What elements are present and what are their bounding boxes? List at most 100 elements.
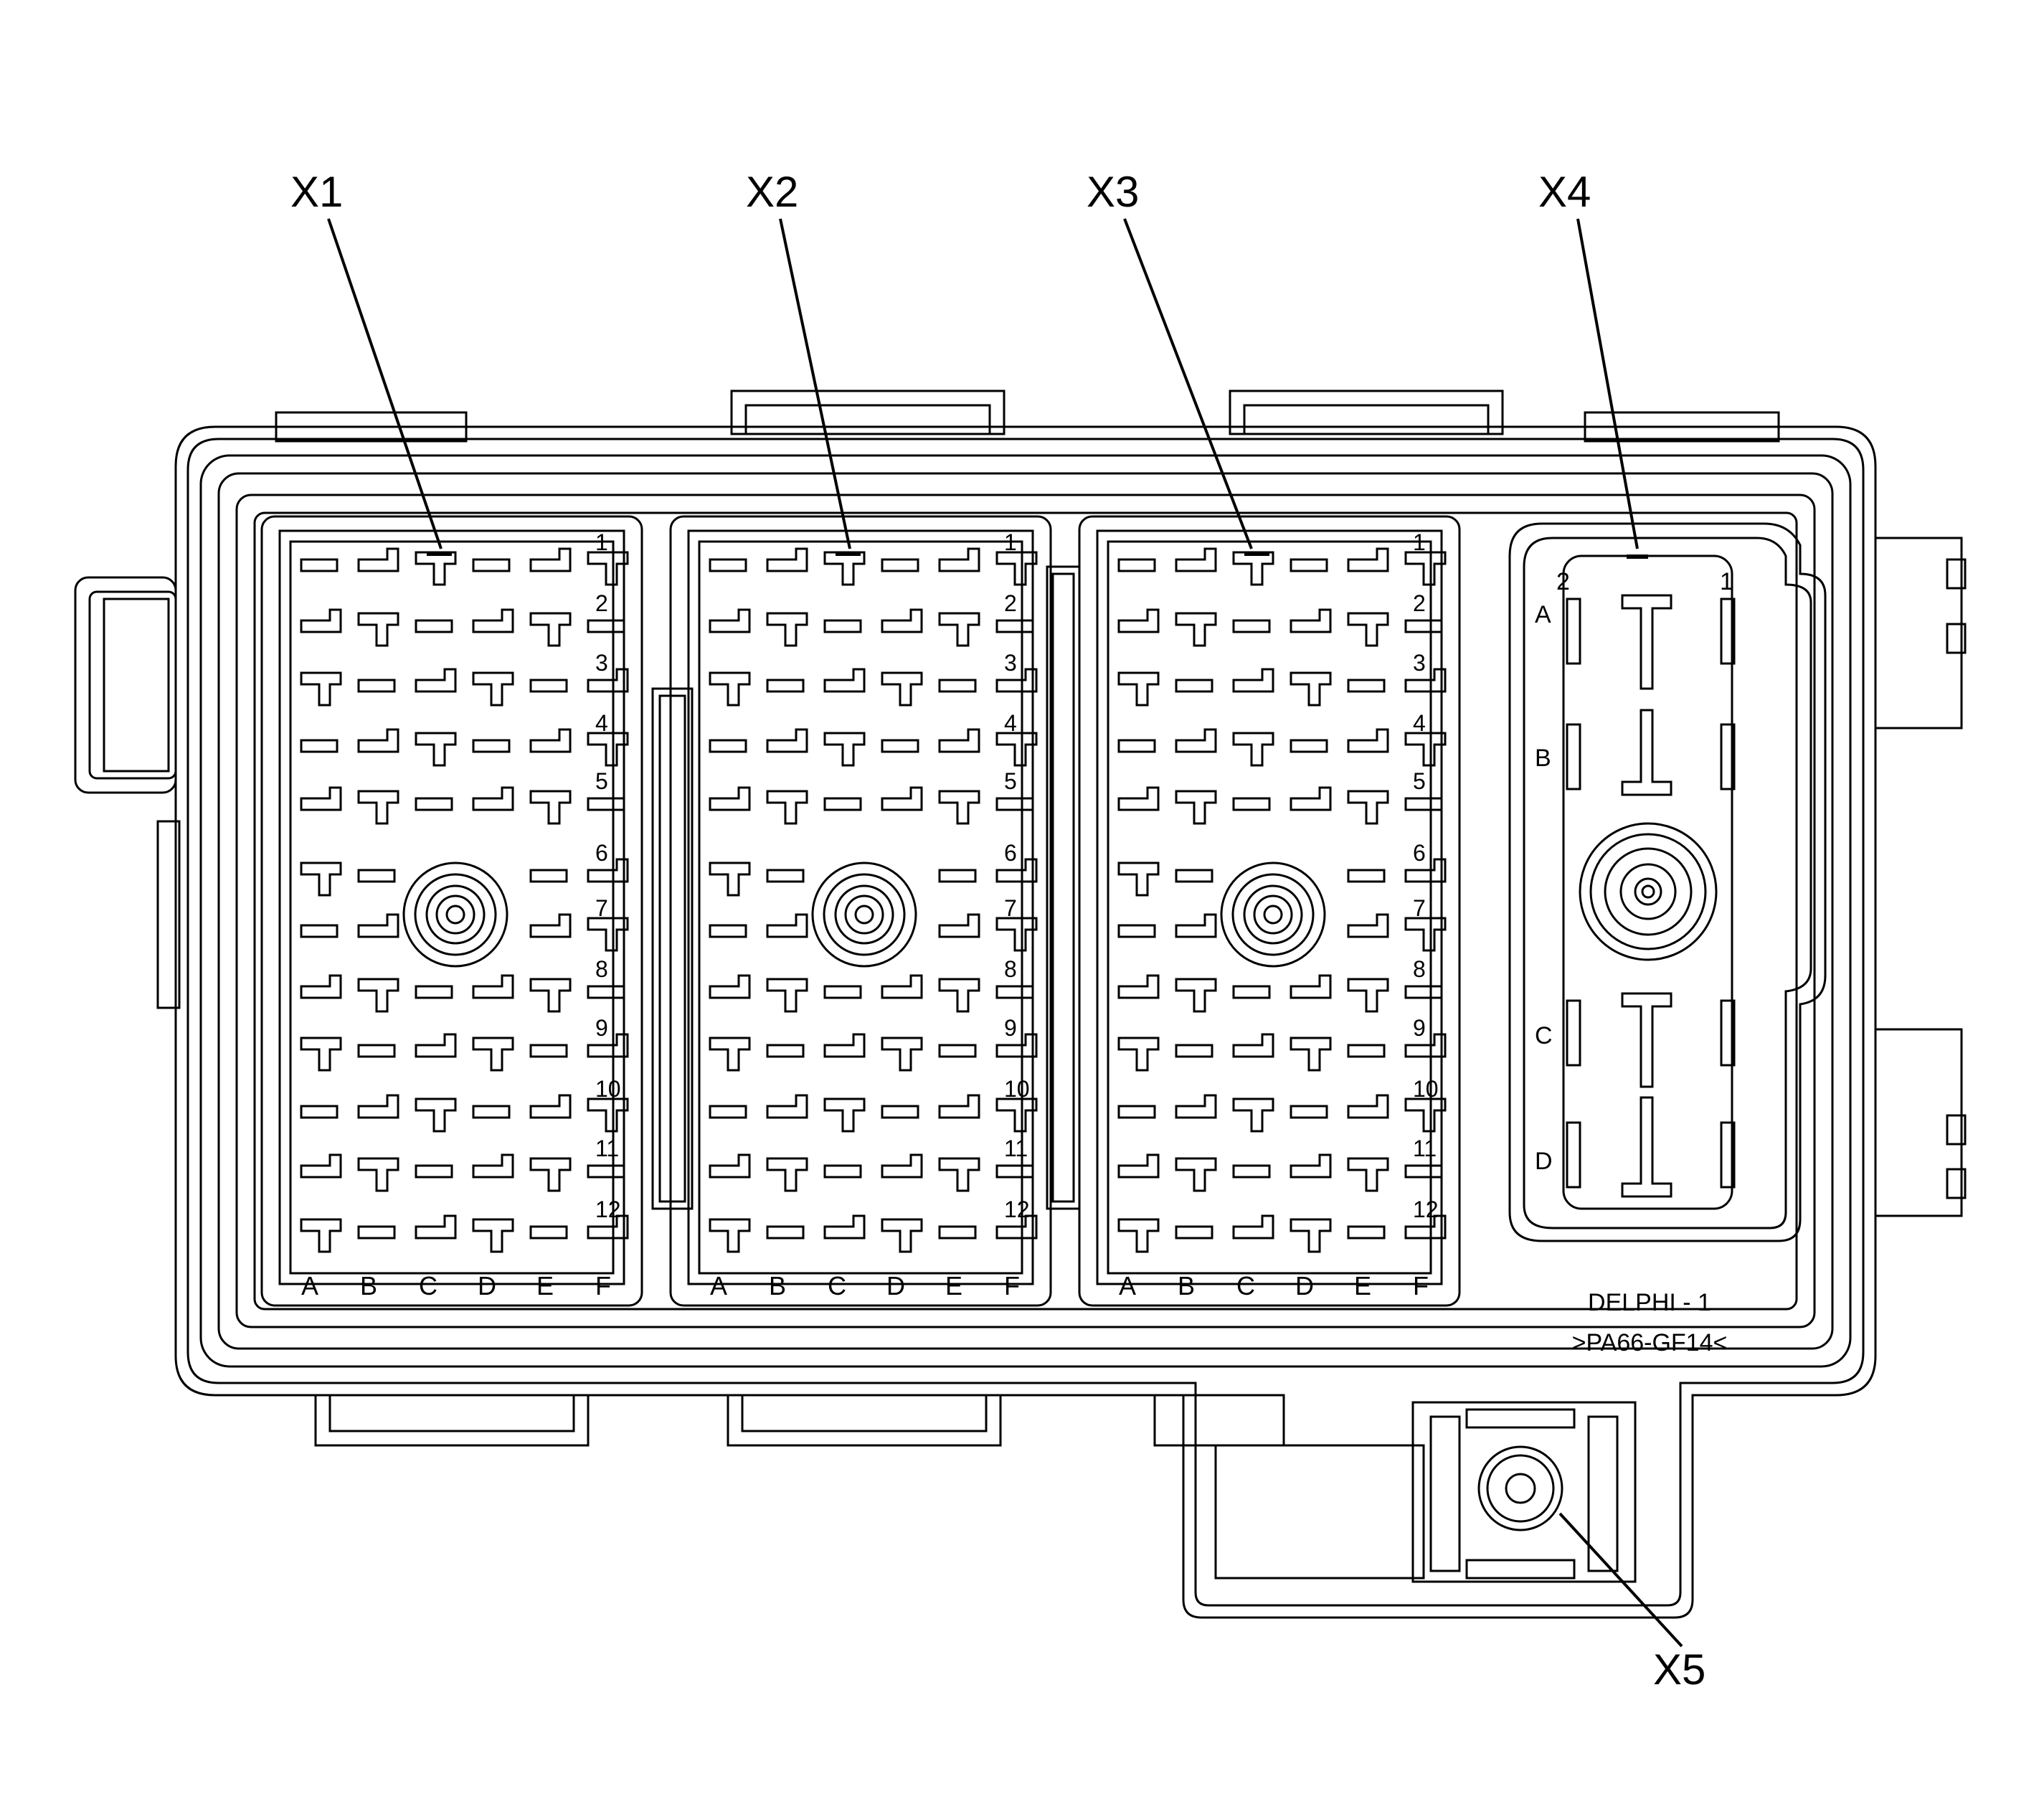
x1-body-outline [278,529,625,1285]
x3-terminal [1232,797,1271,811]
x2-center-screw [844,894,884,935]
x2-center-screw [811,861,917,968]
x2-terminal [823,732,866,767]
x2-terminal [938,728,980,753]
x2-terminal [995,985,1034,999]
x1-terminal [587,619,625,633]
x1-terminal [415,1033,457,1058]
x1-row-label: 5 [595,768,608,794]
x3-terminal [1117,861,1160,897]
x3-terminal [1347,1094,1389,1119]
x1-terminal [472,608,514,633]
x3-terminal [1290,739,1328,753]
x2-terminal [709,1218,751,1253]
left-latches [74,576,181,1009]
x3-terminal [1232,1214,1274,1240]
x3-col-label: D [1295,1271,1314,1300]
x2-body-outline [687,529,1034,1285]
x1-terminal [529,612,572,647]
x1-terminal [529,1094,572,1119]
housing-outer-outline [174,425,1877,1619]
x1-row-label: 3 [595,650,608,676]
x3-terminal [1290,1037,1332,1072]
x1-terminal [357,1044,396,1058]
x3-terminal [1347,913,1389,938]
x1-terminal [415,797,453,811]
x1-row-label: 9 [595,1015,608,1041]
housing-inner-wall-3 [235,494,1816,1328]
x1-terminal [472,739,511,753]
x3-terminal [1404,1097,1447,1133]
x1-col-label: E [536,1271,554,1300]
x1-terminal [587,797,625,811]
x2-terminal [709,739,747,753]
x2-terminal [881,608,923,633]
x3-center-screw [1243,884,1303,945]
x4-col-label-2: 2 [1556,568,1570,595]
x3-center-screw [1231,873,1315,956]
x3-terminal [1290,974,1332,999]
x1-terminal [529,869,568,883]
x2-terminal [766,913,808,938]
x1-row-label: 6 [595,840,608,866]
x2-terminal [709,1153,751,1179]
x1-terminal [357,728,399,753]
callout-x1: X1 [290,168,343,216]
x3-terminal [1232,1164,1271,1179]
x3-terminal [1117,924,1156,938]
x2-terminal [938,978,980,1013]
x4-row-label-b: B [1535,745,1551,772]
x2-row-label: 1 [1004,529,1017,555]
x3-row-label: 12 [1413,1196,1439,1222]
x1-terminal [300,1218,342,1253]
x3-shroud [1078,515,1461,1307]
x3-center-screw [1263,905,1283,925]
x1-terminal [587,858,629,883]
housing-floor-edge [253,511,1798,1311]
x1-terminal [300,861,342,897]
x3-row-label: 4 [1413,710,1426,736]
x1-terminal [357,612,399,647]
x2-row-label: 5 [1004,768,1017,794]
x2-terminal [995,1164,1034,1179]
x3-row-label: 2 [1413,590,1426,616]
x3-terminal [1347,547,1389,572]
callout-x3: X3 [1087,168,1139,216]
manufacturer-marking: DELPHI - 1 [1588,1289,1711,1316]
x3-terminal [1404,917,1447,952]
x3-terminal [1117,558,1156,572]
x1-terminal [472,558,511,572]
callout-x4: X4 [1538,168,1591,216]
x2-terminal [709,786,751,811]
x1-terminal [472,1037,514,1072]
x3-terminal [1117,1153,1160,1179]
x1-terminal [587,551,629,586]
x2-terminal [823,619,862,633]
x2-col-label: C [828,1271,846,1300]
x2-terminal [995,668,1038,693]
x2-terminal [766,1044,805,1058]
callout-x2: X2 [746,168,798,216]
x3-terminal [1404,1033,1447,1058]
connector-x4: 2 1 A B C D DELPHI - 1 > [1508,522,1827,1356]
x1-terminal [472,974,514,999]
x1-terminal [357,913,399,938]
x2-terminal [938,547,980,572]
x3-terminal [1117,1037,1160,1072]
x2-shroud [669,515,1052,1307]
x1-terminal [357,869,396,883]
x2-terminal [938,790,980,825]
x1-terminal [472,1153,514,1179]
leader-x3 [1123,218,1253,549]
x1-terminal [300,558,339,572]
x2-row-label: 12 [1004,1196,1030,1222]
x1-terminal [300,671,342,707]
x2-terminal [995,858,1038,883]
x2-terminal [938,913,980,938]
x3-terminal [1347,869,1386,883]
x3-row-label: 8 [1413,956,1426,982]
x2-terminal [881,1218,923,1253]
